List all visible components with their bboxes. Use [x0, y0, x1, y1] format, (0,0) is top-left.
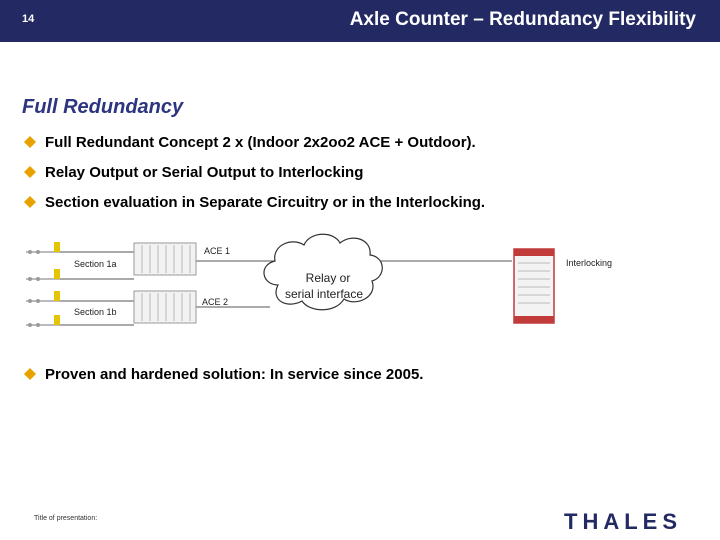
redundancy-diagram: Relay or serial interface Section 1a Sec…	[26, 233, 612, 327]
ace2-rack	[133, 290, 197, 324]
section-heading: Full Redundancy	[22, 96, 184, 118]
section-1b-label: Section 1b	[74, 307, 117, 317]
bullet-text: Section evaluation in Separate Circuitry…	[45, 194, 486, 211]
wiring	[60, 251, 512, 326]
cloud-label-line2: serial interface	[285, 287, 363, 301]
track-sensor-icon	[26, 315, 60, 327]
diamond-bullet-icon	[24, 368, 36, 380]
ace1-rack	[133, 242, 197, 276]
cloud-shape	[263, 233, 383, 311]
ace1-label: ACE 1	[204, 246, 230, 256]
bullet-item: Relay Output or Serial Output to Interlo…	[24, 164, 363, 181]
bullet-item: Full Redundant Concept 2 x (Indoor 2x2oo…	[24, 134, 476, 151]
diamond-bullet-icon	[24, 196, 36, 208]
interlocking-cabinet	[513, 248, 555, 324]
track-sensor-icon	[26, 269, 60, 281]
bullet-item: Proven and hardened solution: In service…	[24, 366, 423, 383]
logo-text: THALES	[564, 510, 682, 532]
bullet-text: Relay Output or Serial Output to Interlo…	[45, 164, 364, 181]
diamond-bullet-icon	[24, 166, 36, 178]
bullet-text: Proven and hardened solution: In service…	[45, 366, 424, 383]
thales-logo: THALES	[564, 510, 682, 532]
slide-title: Axle Counter – Redundancy Flexibility	[349, 9, 696, 30]
header-bar: 14 Axle Counter – Redundancy Flexibility	[0, 0, 720, 42]
section-1a-label: Section 1a	[74, 259, 117, 269]
ace2-label: ACE 2	[202, 297, 228, 307]
presentation-title-label: Title of presentation:	[34, 515, 98, 522]
cloud-label-line1: Relay or	[306, 271, 351, 285]
diamond-bullet-icon	[24, 136, 36, 148]
track-sensor-icon	[26, 291, 60, 303]
bullet-text: Full Redundant Concept 2 x (Indoor 2x2oo…	[45, 134, 476, 151]
interlocking-label: Interlocking	[566, 258, 612, 268]
slide-number: 14	[22, 13, 35, 25]
bullet-item: Section evaluation in Separate Circuitry…	[24, 194, 485, 211]
track-sensor-icon	[26, 242, 60, 254]
